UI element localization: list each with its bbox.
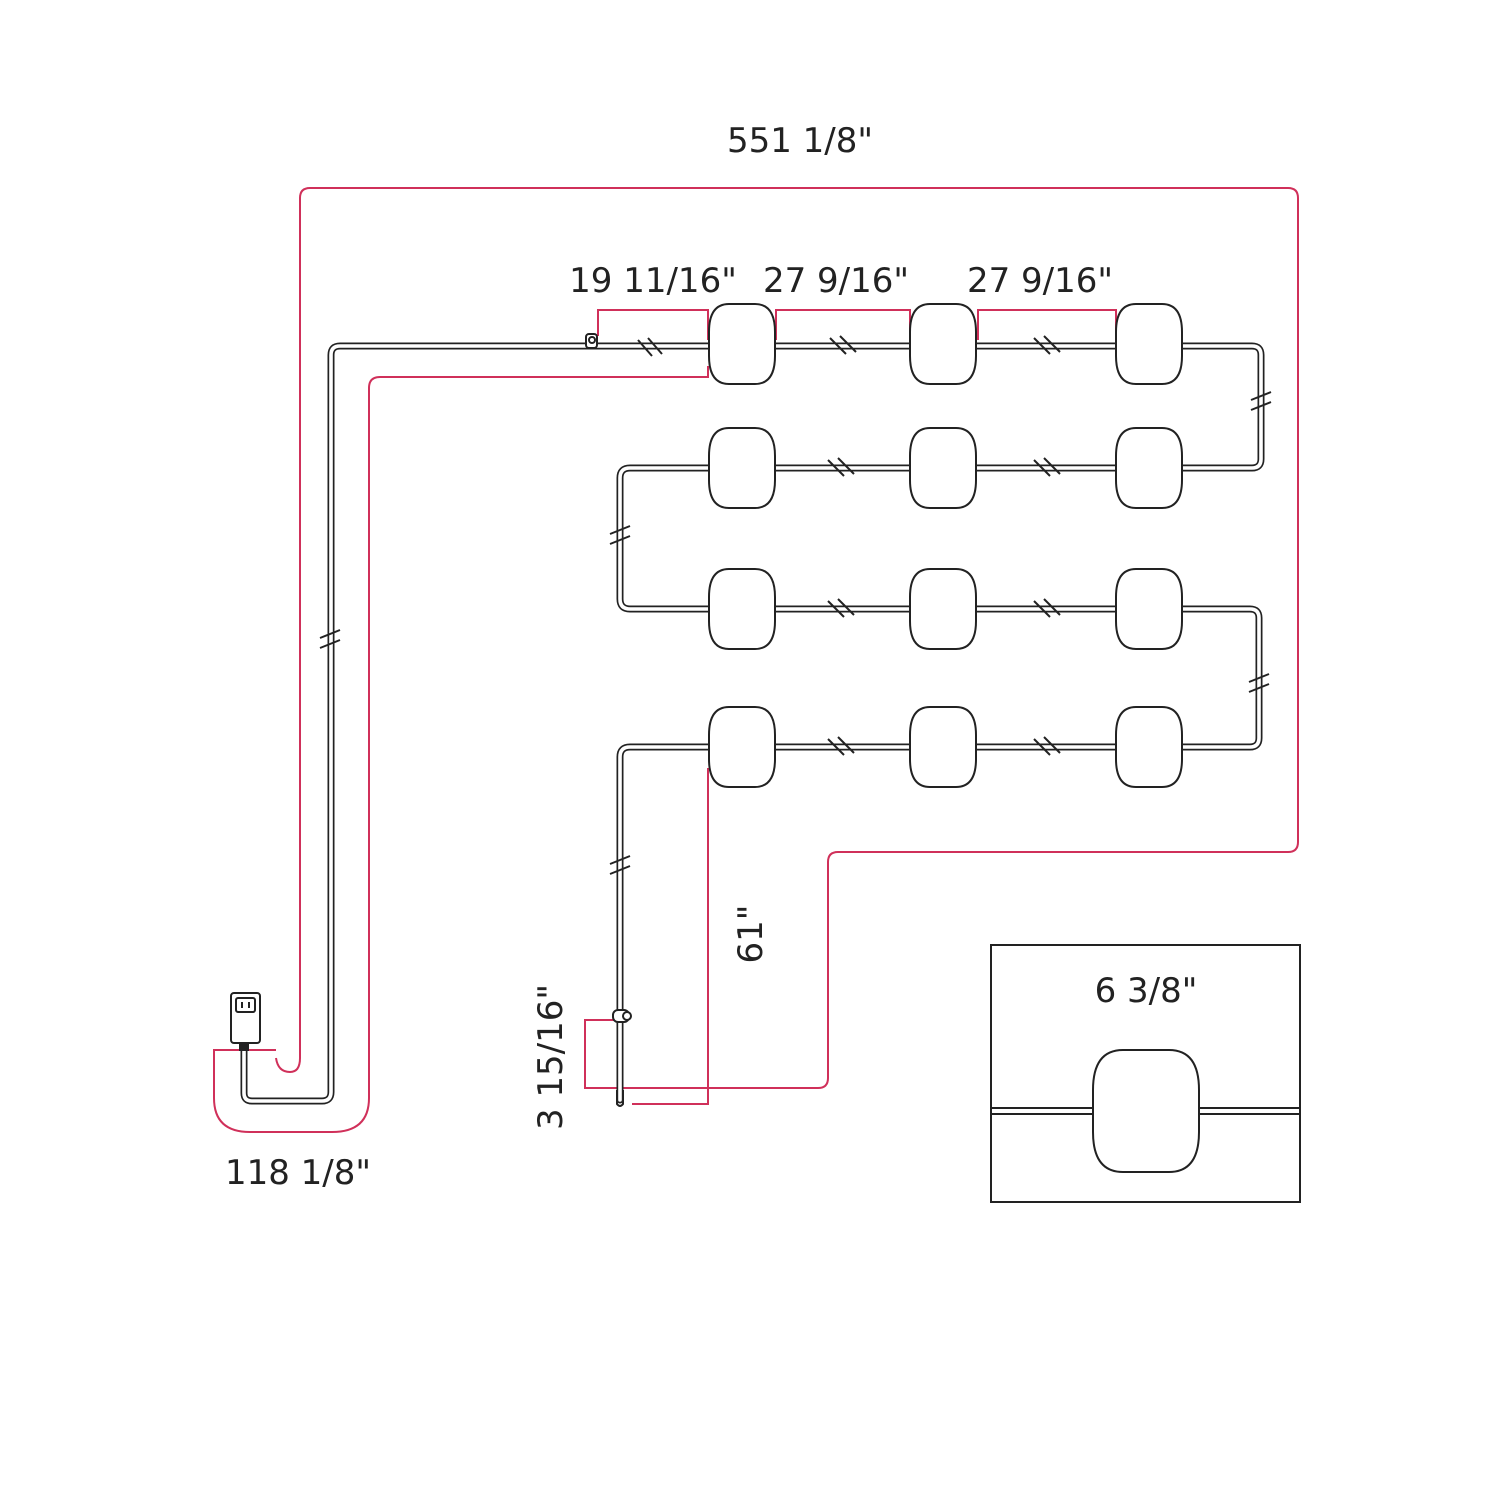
adapter-cord-line bbox=[213, 366, 709, 1133]
bulb-icon bbox=[708, 303, 776, 385]
bulb-icon bbox=[1115, 427, 1183, 509]
break-mark-icon bbox=[319, 629, 341, 649]
bulb-icon bbox=[909, 706, 977, 788]
break-mark-icon bbox=[1250, 391, 1272, 411]
wall-plug-icon bbox=[235, 997, 256, 1013]
dimension-labels: 551 1/8" 19 11/16" 27 9/16" 27 9/16" 61"… bbox=[225, 121, 1197, 1193]
power-adapter-icon bbox=[230, 992, 261, 1051]
break-mark-icon bbox=[1033, 457, 1061, 477]
lead-to-first-bulb-bracket bbox=[597, 309, 709, 340]
dimension-lines bbox=[213, 187, 1299, 1133]
cord bbox=[240, 342, 1265, 1105]
end-cap-label: 3 15/16" bbox=[531, 984, 571, 1130]
bulb-detail-inset bbox=[990, 944, 1301, 1203]
break-mark-icon bbox=[1033, 598, 1061, 618]
bulb-spacing-1-label: 27 9/16" bbox=[763, 261, 909, 301]
break-mark-icon bbox=[827, 736, 855, 756]
break-mark-icon bbox=[637, 337, 663, 357]
break-mark-icon bbox=[609, 855, 631, 875]
bulb-icon bbox=[1115, 568, 1183, 650]
bulb-width-label: 6 3/8" bbox=[1095, 971, 1198, 1011]
break-mark-icon bbox=[827, 598, 855, 618]
bulb-spacing-1-bracket bbox=[775, 309, 911, 340]
adapter-cord-label: 118 1/8" bbox=[225, 1153, 371, 1193]
bulb-icon bbox=[909, 427, 977, 509]
tail-end-bracket bbox=[632, 768, 709, 1105]
end-cap-bracket bbox=[584, 1019, 617, 1089]
bulb-icon bbox=[708, 706, 776, 788]
bulb-icon bbox=[708, 568, 776, 650]
main-cord-inner bbox=[242, 344, 1263, 1103]
break-mark-icon bbox=[1033, 736, 1061, 756]
break-mark-icon bbox=[827, 457, 855, 477]
overall-length-line bbox=[275, 187, 1299, 1089]
break-mark-icon bbox=[609, 525, 631, 545]
break-marks bbox=[319, 335, 1272, 875]
break-mark-icon bbox=[1248, 673, 1270, 693]
bulb-icon bbox=[909, 303, 977, 385]
clip-icon bbox=[612, 1009, 632, 1023]
lead-to-first-bulb-label: 19 11/16" bbox=[569, 261, 737, 301]
bulb-icon bbox=[708, 427, 776, 509]
tail-end-label: 61" bbox=[731, 905, 771, 964]
bulb-spacing-2-label: 27 9/16" bbox=[967, 261, 1113, 301]
bulb-icon bbox=[1115, 706, 1183, 788]
bulb-spacing-2-bracket bbox=[977, 309, 1117, 340]
clip-icon bbox=[585, 333, 598, 349]
bulbs bbox=[708, 303, 1183, 788]
break-mark-icon bbox=[829, 335, 857, 355]
bulb-icon bbox=[1115, 303, 1183, 385]
break-mark-icon bbox=[1033, 335, 1061, 355]
bulb-icon bbox=[909, 568, 977, 650]
end-cap bbox=[616, 1090, 624, 1107]
bulb-icon bbox=[1092, 1049, 1200, 1173]
overall-length-label: 551 1/8" bbox=[727, 121, 873, 161]
